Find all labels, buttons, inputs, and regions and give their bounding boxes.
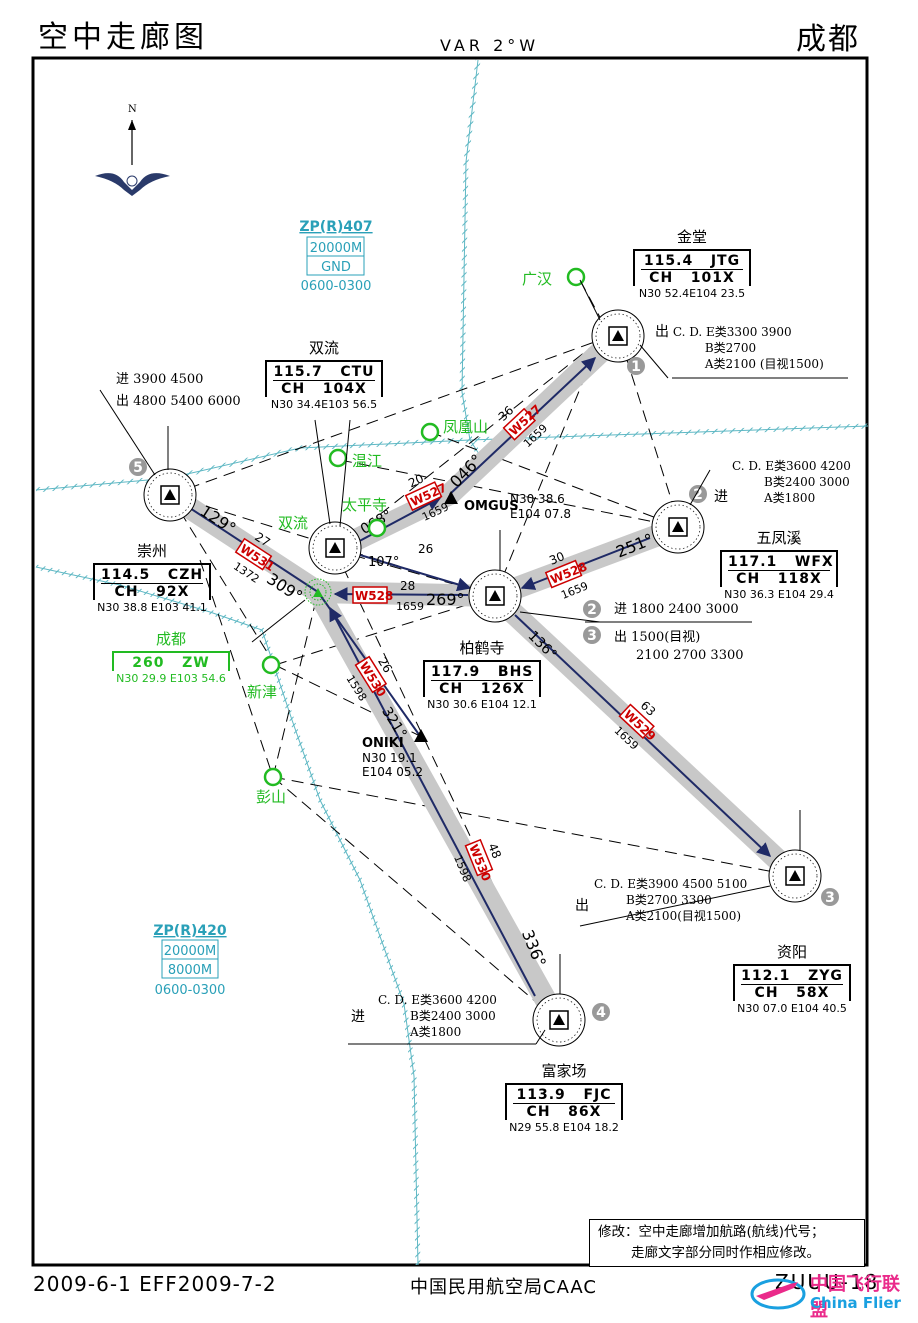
proc-zyg-out: 出 bbox=[575, 898, 589, 914]
svg-text:E104 05.2: E104 05.2 bbox=[362, 765, 423, 779]
zone-zp407: ZP(R)407 20000M GND 0600-0300 bbox=[299, 219, 372, 294]
magnetic-variation: VAR 2°W bbox=[440, 36, 540, 55]
corridor-dist-w528-a: 30 bbox=[547, 549, 566, 568]
vor-zyg bbox=[768, 849, 822, 903]
badge-5: 5 bbox=[133, 460, 143, 476]
chart-frame bbox=[31, 56, 869, 1267]
amendment-note: 修改：空中走廊增加航路(航线)代号； 走廊文字部分同时作相应修改。 bbox=[589, 1219, 865, 1267]
bearing-107: 107° bbox=[368, 555, 399, 570]
corridor-dist-w530-b: 48 bbox=[485, 841, 504, 860]
proc-bhs-out: 出 1500(目视) bbox=[614, 630, 701, 645]
chart-city: 成都 bbox=[796, 22, 860, 57]
point-wenjiang: 温江 bbox=[352, 452, 382, 470]
proc-jtg: 出 C. D. E类3300 3900 B类2700 A类2100 (目视150… bbox=[655, 324, 824, 371]
svg-text:20000M: 20000M bbox=[164, 944, 217, 959]
svg-text:N: N bbox=[128, 104, 137, 115]
effective-dates: 2009-6-1 EFF2009-7-2 bbox=[33, 1272, 277, 1296]
svg-text:E104 07.8: E104 07.8 bbox=[510, 507, 571, 521]
svg-text:0600-0300: 0600-0300 bbox=[155, 983, 226, 998]
point-pengshan: 彭山 bbox=[256, 788, 286, 806]
badge-3: 3 bbox=[825, 890, 835, 906]
fix-oniki: ONIKI N30 19.1 E104 05.2 bbox=[362, 729, 428, 779]
proc-czh-out: 出 4800 5400 6000 bbox=[116, 394, 241, 409]
point-xinjin: 新津 bbox=[247, 683, 277, 701]
vor-czh bbox=[143, 468, 197, 522]
proc-fjc-in: 进 bbox=[351, 1009, 365, 1025]
proc-bhs-in: 进 1800 2400 3000 bbox=[614, 602, 739, 617]
navaid-box-wfx: 五凤溪 117.1 WFX CH 118X N30 36.3 E104 29.4 bbox=[720, 527, 838, 601]
dist-26: 26 bbox=[418, 542, 433, 556]
corridor-dist-w528-b: 28 bbox=[400, 579, 415, 593]
svg-text:OMGUS: OMGUS bbox=[464, 499, 519, 514]
proc-zyg: C. D. E类3900 4500 5100 B类2700 3300 A类210… bbox=[594, 877, 748, 923]
badge-1: 1 bbox=[631, 359, 641, 375]
proc-bhs-out2: 2100 2700 3300 bbox=[636, 648, 744, 663]
ndb-box-zw: 成都 260 ZW N30 29.9 E103 54.6 bbox=[112, 628, 230, 685]
proc-czh-in: 进 3900 4500 bbox=[116, 372, 204, 387]
watermark-logo: 中国飞行联盟 China Flier bbox=[748, 1264, 913, 1321]
bearing-251: 251° bbox=[613, 530, 656, 562]
svg-text:ZP(R)407: ZP(R)407 bbox=[299, 219, 372, 235]
proc-wfx: C. D. E类3600 4200 B类2400 3000 A类1800 bbox=[732, 459, 851, 505]
navaid-box-czh: 崇州 114.5 CZH CH 92X N30 38.8 E103 41.1 bbox=[93, 540, 211, 614]
point-shuangliu: 双流 bbox=[278, 514, 308, 532]
vor-ctu bbox=[308, 521, 362, 575]
navaid-box-zyg: 资阳 112.1 ZYG CH 58X N30 07.0 E104 40.5 bbox=[733, 941, 851, 1015]
svg-text:GND: GND bbox=[321, 260, 351, 275]
point-taipingsi: 太平寺 bbox=[342, 496, 387, 514]
bearing-269: 269° bbox=[426, 590, 465, 609]
issuing-authority: 中国民用航空局CAAC bbox=[410, 1277, 597, 1298]
svg-text:ZP(R)420: ZP(R)420 bbox=[153, 923, 226, 939]
dashed-routes bbox=[169, 279, 796, 1021]
point-guanghan: 广汉 bbox=[522, 270, 552, 288]
svg-text:ONIKI: ONIKI bbox=[362, 736, 404, 751]
svg-text:N30 38.6: N30 38.6 bbox=[510, 492, 565, 506]
navaid-box-jtg: 金堂 115.4 JTG CH 101X N30 52.4E104 23.5 bbox=[633, 226, 751, 300]
corridor-dist-w527-b: 20 bbox=[406, 471, 426, 490]
navaid-box-ctu: 双流 115.7 CTU CH 104X N30 34.4E103 56.5 bbox=[265, 337, 383, 411]
point-fenghuangshan: 凤凰山 bbox=[443, 418, 488, 436]
corridor-code-w528-b: W528 bbox=[355, 589, 393, 603]
badge-2: 2 bbox=[693, 487, 703, 503]
corridor-dist-w530-a: 26 bbox=[375, 655, 395, 675]
proc-fjc: C. D. E类3600 4200 B类2400 3000 A类1800 bbox=[378, 993, 497, 1039]
vor-wfx bbox=[651, 500, 705, 554]
zone-zp420: ZP(R)420 20000M 8000M 0600-0300 bbox=[153, 923, 226, 998]
svg-text:3: 3 bbox=[587, 628, 597, 644]
plane-logo-icon bbox=[750, 1278, 806, 1310]
ndb-zw bbox=[304, 578, 332, 606]
proc-wfx-in: 进 bbox=[714, 489, 728, 505]
badge-4: 4 bbox=[596, 1005, 606, 1021]
vor-bhs bbox=[468, 569, 522, 623]
fix-omgus: OMGUS N30 38.6 E104 07.8 bbox=[444, 491, 571, 521]
svg-text:2: 2 bbox=[587, 602, 597, 618]
svg-text:20000M: 20000M bbox=[310, 241, 363, 256]
svg-text:8000M: 8000M bbox=[168, 963, 212, 978]
corridor-alt-w528-b: 1659 bbox=[396, 600, 424, 613]
vor-fjc bbox=[532, 993, 586, 1047]
north-arrow-icon: N bbox=[95, 104, 170, 196]
svg-text:N30 19.1: N30 19.1 bbox=[362, 751, 417, 765]
vor-jtg bbox=[591, 309, 645, 363]
navaid-box-bhs: 柏鹤寺 117.9 BHS CH 126X N30 30.6 E104 12.1 bbox=[423, 637, 541, 711]
navaid-box-fjc: 富家场 113.9 FJC CH 86X N29 55.8 E104 18.2 bbox=[505, 1060, 623, 1134]
svg-text:0600-0300: 0600-0300 bbox=[301, 279, 372, 294]
corridor-dist-w531: 27 bbox=[252, 530, 272, 550]
chart-title: 空中走廊图 bbox=[38, 20, 208, 55]
